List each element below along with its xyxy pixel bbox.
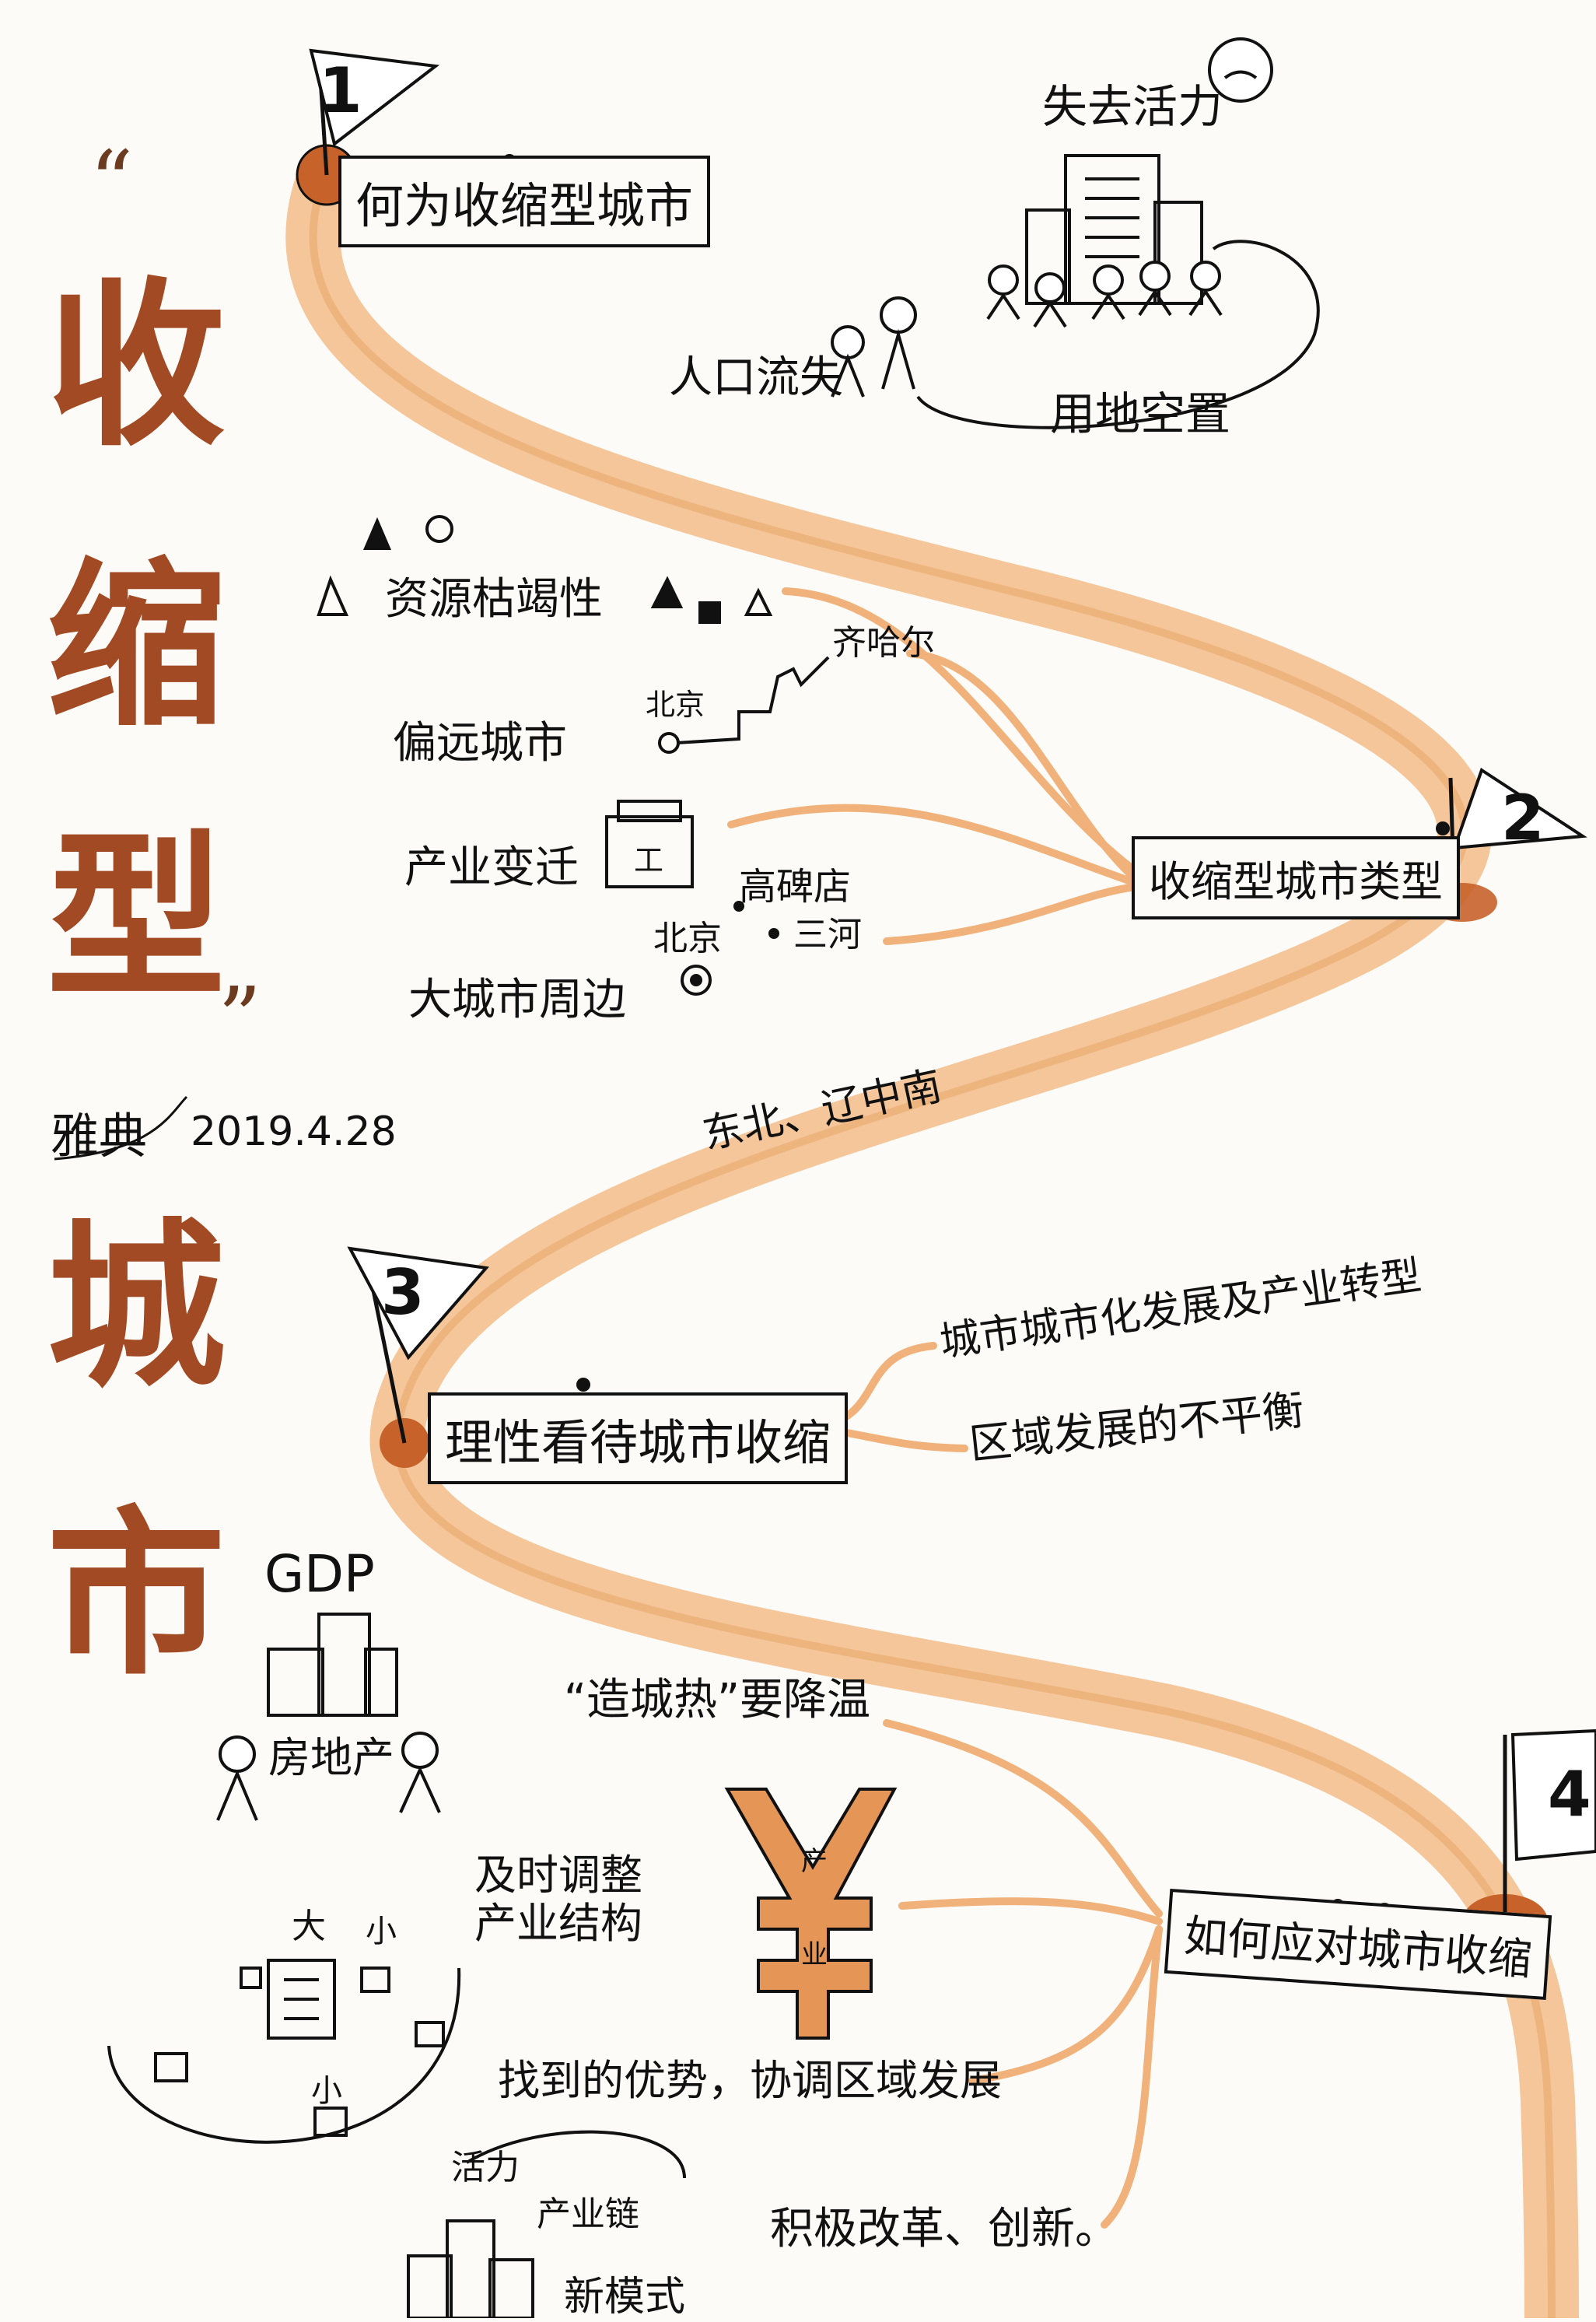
- yuan-char-1: 产: [801, 1846, 828, 1877]
- flag-1-number: 1: [319, 54, 362, 127]
- remote-to-city: 齐哈尔: [832, 623, 935, 663]
- title-char-4: 城: [47, 1202, 226, 1412]
- factory-icon: [605, 800, 694, 888]
- note-population-loss: 人口流失: [669, 352, 843, 403]
- factory-label: 工: [634, 843, 664, 877]
- section2-label: 收缩型城市类型: [1132, 836, 1460, 919]
- gdp-label: GDP: [264, 1544, 375, 1604]
- note-reform-innovate: 积极改革、创新。: [770, 2204, 1118, 2254]
- author-date: 2019.4.28: [191, 1108, 397, 1155]
- real-estate-people-icon: [216, 1732, 441, 1821]
- yuan-symbol-icon: [724, 1788, 898, 2040]
- new-model-buildings-icon: [407, 2130, 686, 2318]
- suburb-place-1: 高碑店: [739, 865, 852, 909]
- note-lost-vitality: 失去活力: [1042, 80, 1223, 133]
- gdp-buildings-icon: [267, 1613, 398, 1717]
- yuan-char-2: 业: [801, 1939, 828, 1970]
- resource-triangles-icon: [317, 515, 773, 624]
- signature-underline: [54, 1095, 188, 1161]
- flag-3: [347, 1246, 489, 1468]
- remote-from-city: 北京: [646, 688, 705, 722]
- region-label-small-1: 小: [366, 1914, 397, 1949]
- section2-connectors: [727, 587, 1139, 945]
- title-char-3: 型: [47, 813, 226, 1023]
- type-resource-depleted: 资源枯竭性: [385, 574, 603, 625]
- note-cool-down: “造城热”要降温: [564, 1675, 871, 1725]
- sad-face-icon: [1208, 37, 1273, 103]
- flag-2-number: 2: [1501, 782, 1545, 854]
- river-path: [285, 144, 1579, 2318]
- note-find-strengths: 找到的优势，协调区域发展: [498, 2056, 1002, 2105]
- title-close-quote: ”: [218, 968, 262, 1068]
- river-path-edge: [309, 167, 1556, 2318]
- title-char-5: 市: [47, 1490, 226, 1700]
- subnote-industry-chain: 产业链: [537, 2194, 639, 2234]
- flag-1: [296, 48, 440, 206]
- type-remote-city: 偏远城市: [393, 718, 567, 769]
- city-suburb-icon: [681, 901, 779, 996]
- author-name: 雅典: [51, 1108, 148, 1165]
- section1-loop: [916, 240, 1320, 429]
- title-open-quote: “: [89, 132, 134, 232]
- flag-4-number: 4: [1548, 1758, 1591, 1830]
- region-diagram: [107, 1959, 461, 2144]
- region-label-small-2: 小: [311, 2073, 342, 2109]
- suburb-center-city: 北京: [653, 919, 722, 958]
- flag-3-number: 3: [381, 1256, 425, 1329]
- flag-2: [1427, 767, 1587, 922]
- real-estate-label: 房地产: [268, 1733, 394, 1782]
- subnote-new-model: 新模式: [564, 2274, 686, 2320]
- section4-connectors: [883, 1719, 1163, 2229]
- title-char-2: 缩: [47, 541, 226, 751]
- type-metro-periphery: 大城市周边: [408, 975, 626, 1025]
- section1-label: 何为收缩型城市: [338, 156, 711, 247]
- suburb-place-2: 三河: [793, 915, 862, 954]
- region-label-big: 大: [292, 1907, 326, 1946]
- title-char-1: 收: [47, 261, 226, 471]
- section3-label: 理性看待城市收缩: [428, 1392, 849, 1484]
- note-vacant-land: 用地空置: [1050, 387, 1231, 440]
- remote-city-route-icon: [658, 656, 830, 754]
- note-adjust-industry: 及时调整产业结构: [474, 1851, 642, 1949]
- people-illustration: [831, 261, 1223, 398]
- type-industry-change: 产业变迁: [404, 842, 579, 893]
- subnote-vitality: 活力: [451, 2148, 520, 2187]
